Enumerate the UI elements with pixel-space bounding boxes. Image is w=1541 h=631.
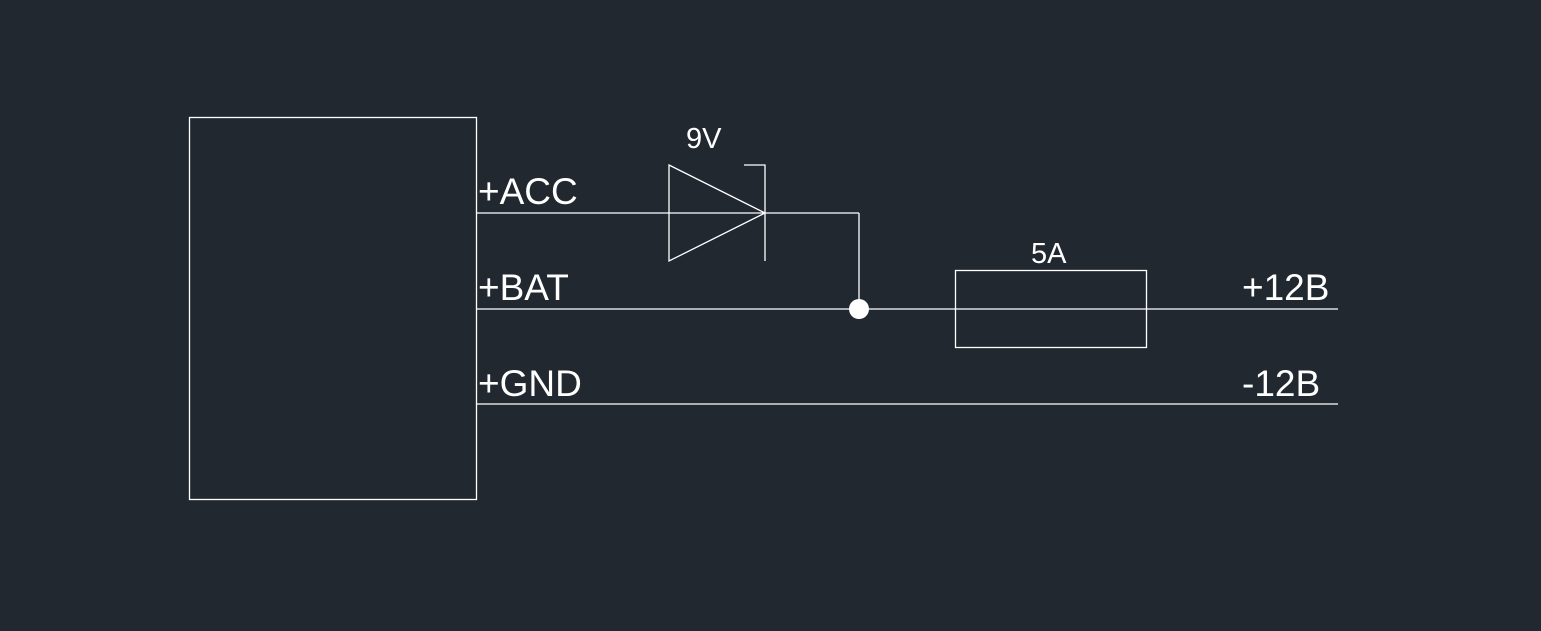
pin-label-gnd: +GND: [478, 363, 582, 404]
diode-label: 9V: [686, 123, 722, 155]
pin-label-acc: +ACC: [478, 171, 578, 212]
output-label-minus12: -12B: [1242, 363, 1320, 404]
fuse-icon: [954, 269, 1148, 349]
pin-label-bat: +BAT: [478, 267, 569, 308]
zener-diode-icon: [668, 163, 767, 263]
junction-dot: [849, 299, 869, 319]
fuse-label: 5A: [1031, 238, 1067, 270]
output-label-plus12: +12B: [1242, 267, 1329, 308]
device-block: [188, 116, 478, 501]
